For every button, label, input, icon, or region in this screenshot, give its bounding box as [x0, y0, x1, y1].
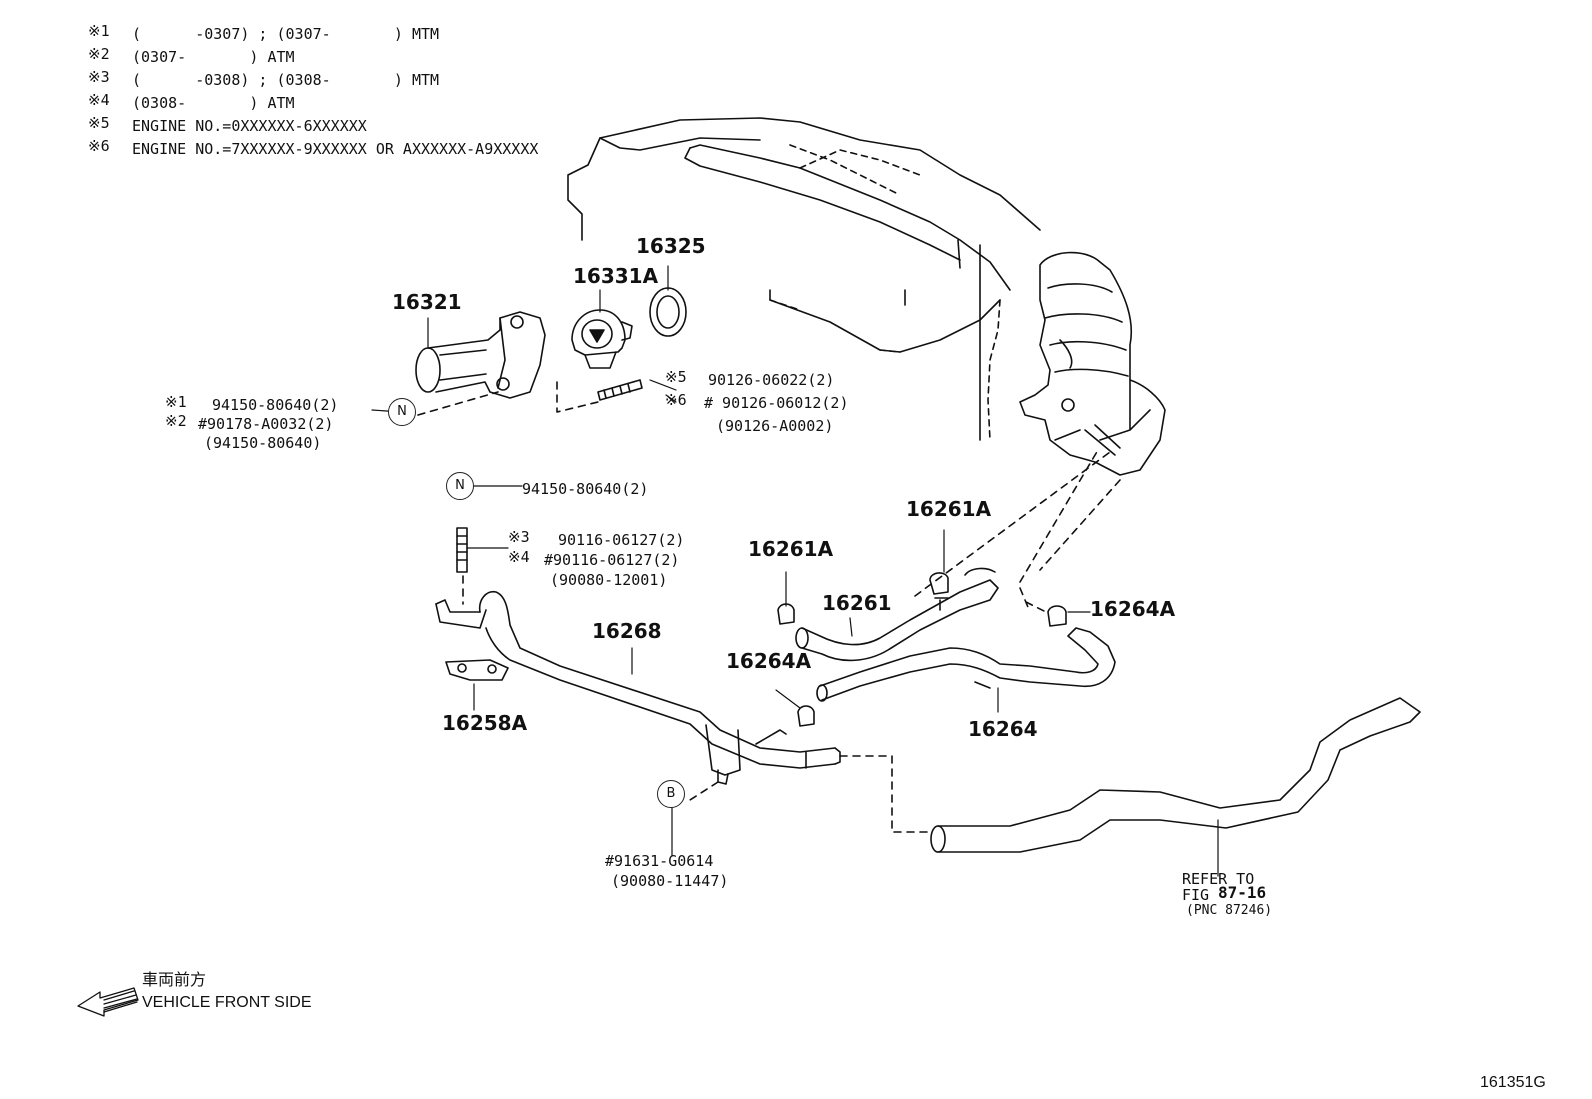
callout-s5[interactable]: 90126-06022(2)	[708, 371, 835, 389]
badge-b: B	[657, 780, 685, 808]
refer-line3: (PNC 87246)	[1186, 903, 1273, 918]
callout-s3[interactable]: 90116-06127(2)	[558, 531, 685, 549]
clamp-16264A-right	[1047, 605, 1067, 627]
part-label-16264A-left[interactable]: 16264A	[726, 649, 812, 673]
refer-fig-link[interactable]: 87-16	[1218, 883, 1267, 902]
callout-n2[interactable]: 94150-80640(2)	[522, 480, 649, 498]
clamp-16261A-left	[777, 603, 795, 625]
part-label-16268[interactable]: 16268	[592, 619, 662, 643]
water-inlet-16321	[415, 311, 546, 399]
thermostat-16331A	[571, 309, 633, 369]
direction-jp: 車両前方	[142, 972, 207, 989]
part-label-16264[interactable]: 16264	[968, 717, 1038, 741]
throttle-body	[1019, 251, 1166, 476]
callout-n1-line2[interactable]: #90178-A0032(2)	[198, 415, 334, 433]
callout-b2[interactable]: (90080-11447)	[611, 872, 729, 890]
stud-bolt-lower	[456, 527, 468, 573]
figure-id: 161351G	[1480, 1074, 1546, 1091]
hose-16264	[816, 627, 1116, 702]
note-3-mark: ※3	[88, 68, 110, 86]
stud-bolt-upper	[597, 379, 643, 401]
part-label-16261[interactable]: 16261	[822, 591, 892, 615]
part-label-16325[interactable]: 16325	[636, 234, 706, 258]
part-label-16261A-top[interactable]: 16261A	[906, 497, 992, 521]
refer-line1: REFER TO	[1182, 870, 1255, 888]
part-label-16261A-left[interactable]: 16261A	[748, 537, 834, 561]
leader-lines	[371, 265, 1219, 877]
part-label-16321[interactable]: 16321	[392, 290, 462, 314]
note-1-mark: ※1	[88, 22, 110, 40]
part-label-16331A[interactable]: 16331A	[573, 264, 659, 288]
heater-hose	[930, 697, 1421, 853]
callout-s4[interactable]: #90116-06127(2)	[544, 551, 680, 569]
direction-en: VEHICLE FRONT SIDE	[142, 994, 312, 1011]
hose-16261	[795, 567, 999, 662]
bypass-pipe-16268	[435, 590, 841, 785]
part-label-16264A-right[interactable]: 16264A	[1090, 597, 1176, 621]
note-4-mark: ※4	[88, 91, 110, 109]
callout-s5-mark: ※5	[665, 368, 687, 386]
gasket-16258A	[445, 659, 509, 681]
note-6-text: ENGINE NO.=7XXXXXX-9XXXXXX OR AXXXXXX-A9…	[132, 140, 539, 158]
callout-s4b[interactable]: (90080-12001)	[550, 571, 668, 589]
front-direction-arrow	[77, 987, 139, 1017]
callout-s4-mark: ※4	[508, 548, 530, 566]
note-6-mark: ※6	[88, 137, 110, 155]
badge-n-upper: N	[388, 398, 416, 426]
callout-s6b[interactable]: (90126-A0002)	[716, 417, 834, 435]
callout-b1[interactable]: #91631-G0614	[605, 852, 714, 870]
gasket-16325	[649, 287, 687, 337]
note-5-text: ENGINE NO.=0XXXXXX-6XXXXXX	[132, 117, 367, 135]
note-1-text: ( -0307) ; (0307- ) MTM	[132, 25, 440, 43]
callout-s6[interactable]: # 90126-06012(2)	[704, 394, 849, 412]
refer-line2a: FIG	[1182, 886, 1219, 904]
part-label-16258A[interactable]: 16258A	[442, 711, 528, 735]
clamp-16261A-top	[929, 572, 949, 595]
note-4-text: (0308- ) ATM	[132, 94, 295, 112]
note-5-mark: ※5	[88, 114, 110, 132]
note-2-mark: ※2	[88, 45, 110, 63]
callout-n1-mark1: ※1	[165, 393, 187, 411]
note-2-text: (0307- ) ATM	[132, 48, 295, 66]
callout-s6-mark: ※6	[665, 391, 687, 409]
note-3-text: ( -0308) ; (0308- ) MTM	[132, 71, 440, 89]
clamp-16264A-left	[797, 705, 815, 727]
callout-s3-mark: ※3	[508, 528, 530, 546]
callout-n1-line3[interactable]: (94150-80640)	[204, 434, 322, 452]
callout-n1-line1[interactable]: 94150-80640(2)	[212, 396, 339, 414]
engine-block-outline	[567, 117, 1041, 441]
connection-lines	[417, 381, 1121, 833]
callout-n1-mark2: ※2	[165, 412, 187, 430]
badge-n-lower: N	[446, 472, 474, 500]
